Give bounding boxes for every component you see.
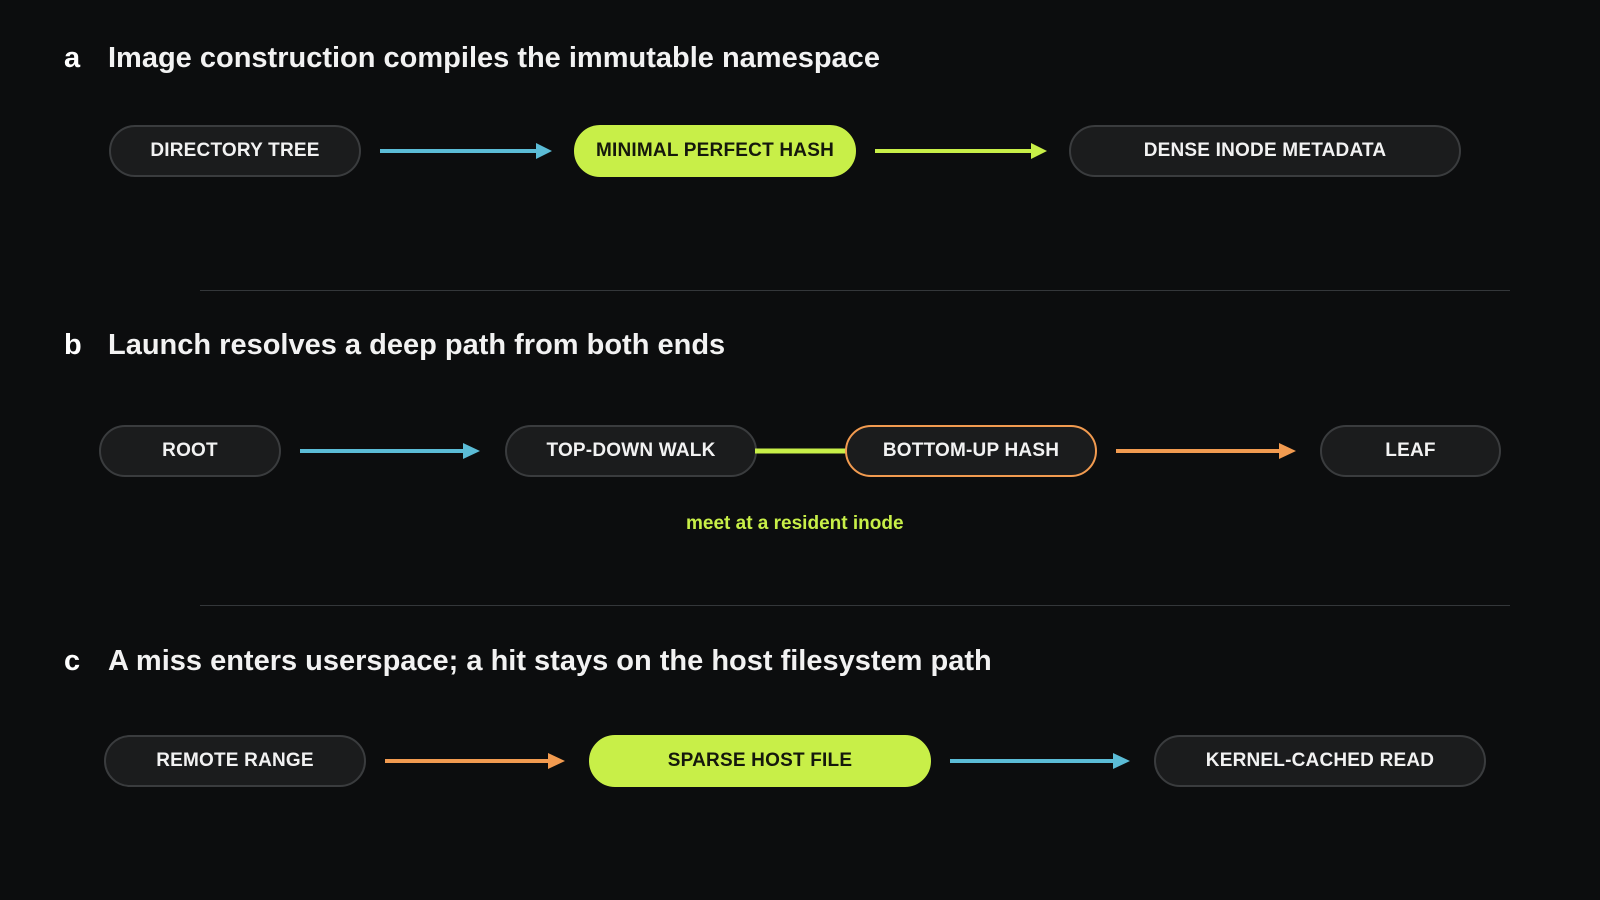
node-directory-tree: DIRECTORY TREE <box>109 125 361 177</box>
panel-a-letter: a <box>64 42 81 74</box>
arrow-bottom-up-hash-to-leaf <box>1116 443 1296 459</box>
link-walks-meet <box>755 448 847 454</box>
arrow-root-to-top-down-walk <box>300 443 480 459</box>
panel-c-letter: c <box>64 645 81 677</box>
node-top-down-walk: TOP-DOWN WALK <box>505 425 757 477</box>
arrow-remote-range-to-sparse-file <box>385 753 565 769</box>
node-leaf: LEAF <box>1320 425 1501 477</box>
panel-b-title: Launch resolves a deep path from both en… <box>108 329 726 361</box>
node-bottom-up-hash: BOTTOM-UP HASH <box>845 425 1097 477</box>
node-minimal-perfect-hash: MINIMAL PERFECT HASH <box>574 125 856 177</box>
panel-b-letter: b <box>64 329 82 361</box>
meet-note: meet at a resident inode <box>686 513 904 534</box>
panel-a-title: Image construction compiles the immutabl… <box>108 42 880 74</box>
node-sparse-host-file: SPARSE HOST FILE <box>589 735 931 787</box>
arrow-hash-to-metadata <box>875 143 1047 159</box>
arrow-directory-tree-to-hash <box>380 143 552 159</box>
node-root: ROOT <box>99 425 281 477</box>
node-dense-inode-metadata: DENSE INODE METADATA <box>1069 125 1461 177</box>
node-remote-range: REMOTE RANGE <box>104 735 366 787</box>
divider-b-c <box>200 605 1510 606</box>
panel-c-title: A miss enters userspace; a hit stays on … <box>108 645 992 677</box>
divider-a-b <box>200 290 1510 291</box>
arrow-sparse-file-to-kernel-read <box>950 753 1130 769</box>
node-kernel-cached-read: KERNEL-CACHED READ <box>1154 735 1486 787</box>
